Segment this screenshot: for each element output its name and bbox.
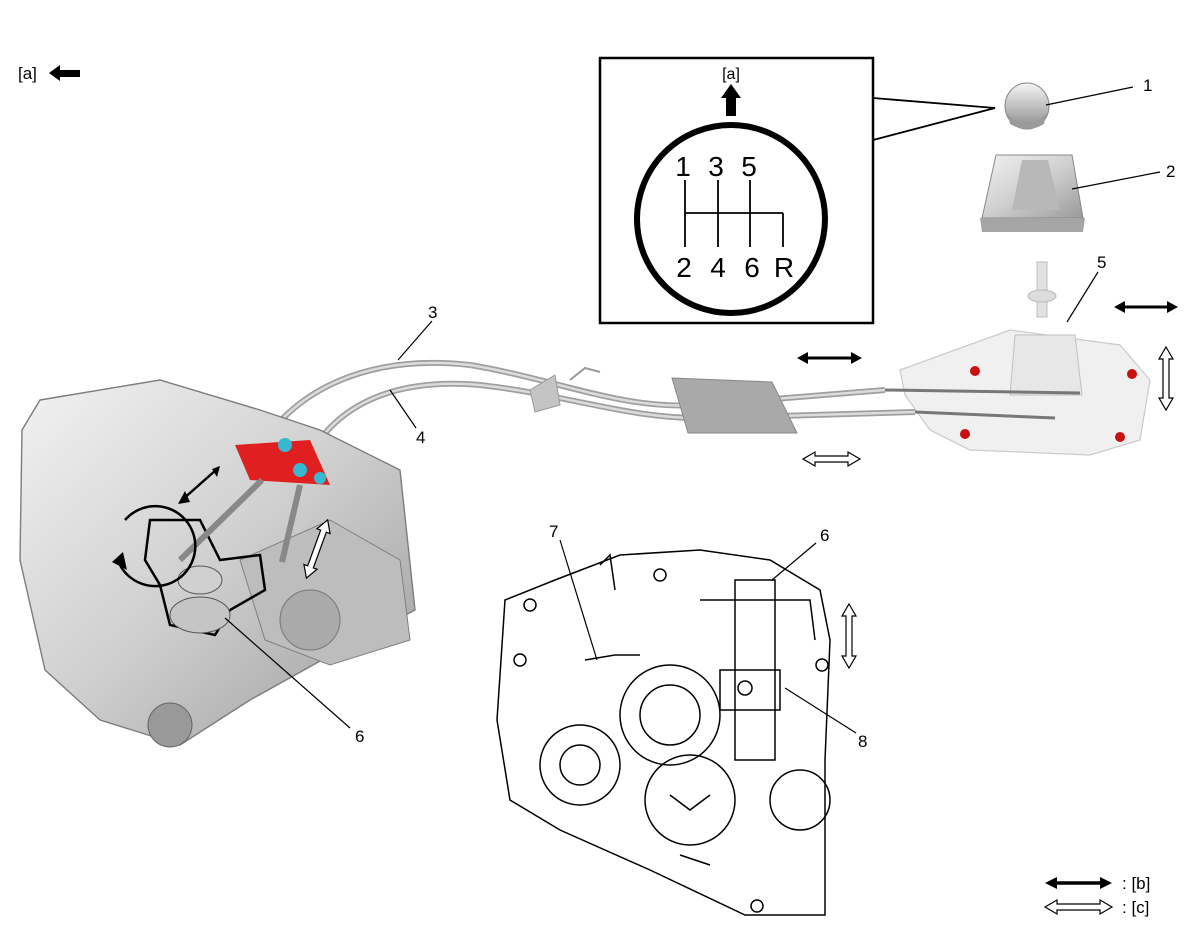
shift-cables xyxy=(244,320,1081,477)
callout-3: 3 xyxy=(428,303,437,322)
leader-7 xyxy=(559,539,598,661)
hollow-vertical-arrow-icon xyxy=(303,518,331,580)
legend-hollow-label: : [c] xyxy=(1122,898,1149,917)
gear-6: 6 xyxy=(744,252,760,283)
callout-2: 2 xyxy=(1166,162,1175,181)
inset-direction-label: [a] xyxy=(722,66,740,83)
leader-4 xyxy=(389,389,417,429)
shift-knob-part xyxy=(1004,82,1134,130)
leader-3 xyxy=(397,320,433,361)
gear-2: 2 xyxy=(676,252,692,283)
callout-5: 5 xyxy=(1097,253,1106,272)
shift-numbers: 1 3 5 2 4 6 R xyxy=(675,151,794,283)
gear-1: 1 xyxy=(675,151,691,182)
gear-4: 4 xyxy=(710,252,726,283)
direction-indicator: [a] xyxy=(18,64,80,83)
shift-boot-part xyxy=(980,154,1161,232)
callout-4: 4 xyxy=(416,428,425,447)
callout-8: 8 xyxy=(858,732,867,751)
solid-double-arrow-icon xyxy=(797,352,862,364)
callout-6-detail: 6 xyxy=(820,526,829,545)
legend-solid-label: : [b] xyxy=(1122,874,1150,893)
up-arrow-icon xyxy=(721,84,741,116)
leader-2 xyxy=(1071,171,1161,190)
cable-bracket xyxy=(529,366,798,434)
hollow-double-arrow-icon xyxy=(801,450,862,468)
callout-numbers: 1 2 3 4 5 6 6 7 8 xyxy=(355,76,1175,751)
shift-pattern-inset: [a] 1 3 5 2 4 6 R xyxy=(598,56,996,325)
leader-5 xyxy=(1066,271,1099,323)
leader-6-detail xyxy=(771,542,817,581)
left-arrow-icon xyxy=(49,65,80,81)
direction-label: [a] xyxy=(18,64,37,83)
solid-double-arrow-icon xyxy=(1114,301,1178,313)
legend-hollow-arrow-icon xyxy=(1043,898,1114,916)
hollow-vertical-arrow-icon xyxy=(840,602,858,670)
callout-1: 1 xyxy=(1143,76,1152,95)
inset-leader xyxy=(872,97,996,141)
legend: : [b] : [c] xyxy=(1043,874,1150,917)
shift-gate-lines xyxy=(684,180,784,247)
callout-7: 7 xyxy=(549,522,558,541)
gear-r: R xyxy=(774,252,794,283)
callout-6-main: 6 xyxy=(355,727,364,746)
legend-solid-arrow-icon xyxy=(1045,877,1112,889)
shifter-base-part xyxy=(899,261,1151,456)
gear-3: 3 xyxy=(708,151,724,182)
leader-1 xyxy=(1045,86,1134,106)
leader-8 xyxy=(784,687,857,734)
gear-5: 5 xyxy=(741,151,757,182)
shift-knob-circle xyxy=(634,122,828,316)
leader-6-main xyxy=(224,617,351,729)
hollow-vertical-arrow-icon xyxy=(1157,345,1175,412)
transmission-detail-drawing xyxy=(496,539,857,916)
movement-arrows xyxy=(303,301,1178,670)
transmission-assembly xyxy=(19,379,416,748)
